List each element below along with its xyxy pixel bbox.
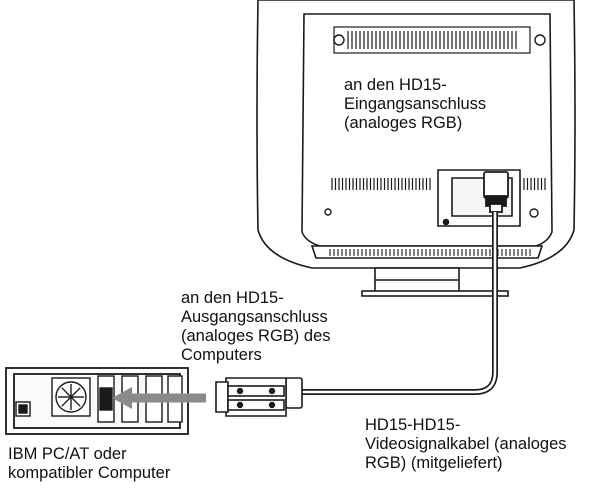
monitor-top-vents [333,26,531,54]
computer-output-label: an den HD15- Ausgangsanschluss (analoges… [181,289,331,365]
computer-hd15-plug [215,377,303,417]
computer-output-label-line: an den HD15- [181,289,284,307]
cable-label-line: Videosignalkabel (analoges [365,435,567,453]
computer-case [5,367,189,435]
monitor-stand-base [361,290,509,297]
monitor-input-label-line: Eingangsanschluss [344,95,487,113]
fan-blade [70,387,81,398]
computer-label-line: IBM PC/AT oder [8,445,127,463]
fan-blade [70,396,81,407]
computer-fan [51,377,91,417]
monitor-side-vents [331,178,546,190]
connection-arrow [112,387,206,409]
computer-label: IBM PC/AT oder kompatibler Computer [8,445,170,483]
monitor-bottom-vents [329,249,531,256]
computer-label-line: kompatibler Computer [8,464,171,482]
monitor-hd15-plug [483,171,509,213]
monitor-screws [324,34,546,218]
cable-label-line: RGB) (mitgeliefert) [365,454,503,472]
fan-blade [61,396,72,407]
fan-blade [61,387,72,398]
computer-output-label-line: Computers [181,346,262,364]
monitor-input-label-line: (analoges RGB) [344,114,463,132]
cable-label: HD15-HD15- Videosignalkabel (analoges RG… [365,416,567,473]
monitor-input-label-line: an den HD15- [344,76,447,94]
computer-output-label-line: (analoges RGB) des [181,327,331,345]
monitor-input-label: an den HD15- Eingangsanschluss (analoges… [344,76,486,133]
computer-output-label-line: Ausgangsanschluss [181,308,328,326]
cable-label-line: HD15-HD15- [365,416,461,434]
computer-power-socket [15,401,31,417]
